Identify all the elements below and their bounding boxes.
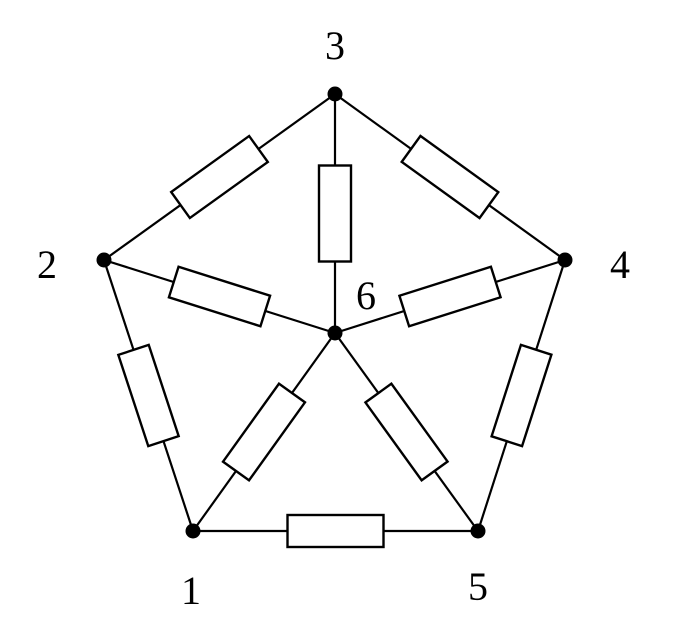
node-label-3: 3 <box>325 23 345 68</box>
junction-dot-5 <box>470 523 486 539</box>
resistor-1-2 <box>116 343 181 448</box>
junction-dot-2 <box>96 252 112 268</box>
node-label-4: 4 <box>610 242 630 287</box>
junction-dot-6 <box>327 325 343 341</box>
resistor-5-6 <box>363 382 450 482</box>
node-label-5: 5 <box>468 564 488 609</box>
junctions <box>96 86 573 539</box>
resistor-3-6 <box>317 164 353 263</box>
resistor-4-6 <box>397 265 503 328</box>
resistors <box>116 134 553 549</box>
junction-dot-4 <box>557 252 573 268</box>
resistor-5-1 <box>286 513 385 549</box>
node-label-2: 2 <box>37 242 57 287</box>
resistor-2-3 <box>169 134 270 220</box>
resistor-2-6 <box>167 265 272 328</box>
node-label-1: 1 <box>181 568 201 613</box>
node-label-6: 6 <box>356 273 376 318</box>
wires <box>102 93 567 533</box>
resistor-3-4 <box>400 134 500 220</box>
junction-dot-3 <box>327 86 343 102</box>
resistor-4-5 <box>490 343 553 448</box>
junction-dot-1 <box>185 523 201 539</box>
resistor-1-6 <box>221 381 307 483</box>
